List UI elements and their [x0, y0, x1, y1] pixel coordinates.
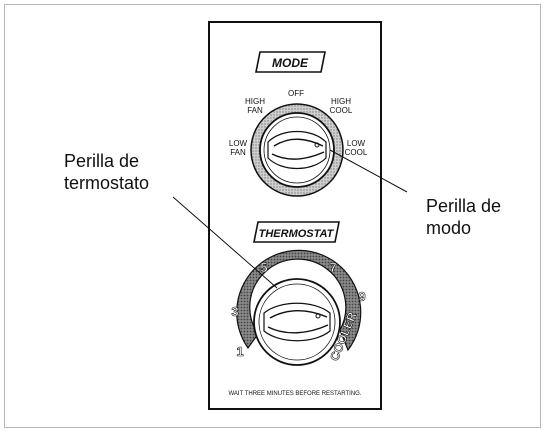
mode-label-high-cool-2: COOL	[330, 106, 353, 115]
mode-callout-line-1: Perilla de	[426, 196, 502, 216]
mode-knob[interactable]	[250, 103, 344, 197]
mode-label-low-fan-1: LOW	[229, 139, 248, 148]
thermostat-callout-line-1: Perilla de	[64, 151, 140, 171]
mode-label-high-fan-2: FAN	[247, 106, 263, 115]
mode-knob-callout: Perilla de modo	[426, 195, 501, 239]
mode-label-low-cool-2: COOL	[345, 148, 368, 157]
thermostat-badge: THERMOSTAT	[253, 221, 340, 243]
mode-badge-label: MODE	[272, 56, 309, 70]
thermostat-number-7: 7	[329, 260, 336, 275]
thermostat-knob[interactable]	[253, 278, 341, 366]
thermostat-knob-callout: Perilla de termostato	[64, 150, 149, 194]
mode-label-low-cool-1: LOW	[347, 139, 366, 148]
restart-warning: WAIT THREE MINUTES BEFORE RESTARTING.	[228, 391, 361, 397]
mode-label-off: OFF	[288, 89, 304, 98]
thermostat-number-1: 1	[236, 344, 243, 359]
thermostat-number-3: 3	[231, 304, 238, 319]
mode-label-low-fan-2: FAN	[230, 148, 246, 157]
thermostat-number-9: 9	[358, 289, 365, 304]
mode-badge: MODE	[255, 51, 326, 73]
thermostat-leader-line	[172, 196, 278, 289]
mode-label-high-cool-1: HIGH	[331, 97, 351, 106]
figure-frame	[4, 4, 541, 428]
mode-callout-line-2: modo	[426, 218, 472, 238]
thermostat-badge-label: THERMOSTAT	[259, 228, 335, 240]
thermostat-number-5: 5	[260, 260, 267, 275]
thermostat-scale	[236, 249, 362, 352]
mode-label-high-fan-1: HIGH	[245, 97, 265, 106]
mode-leader-line	[329, 149, 408, 193]
thermostat-callout-line-2: termostato	[64, 173, 150, 193]
